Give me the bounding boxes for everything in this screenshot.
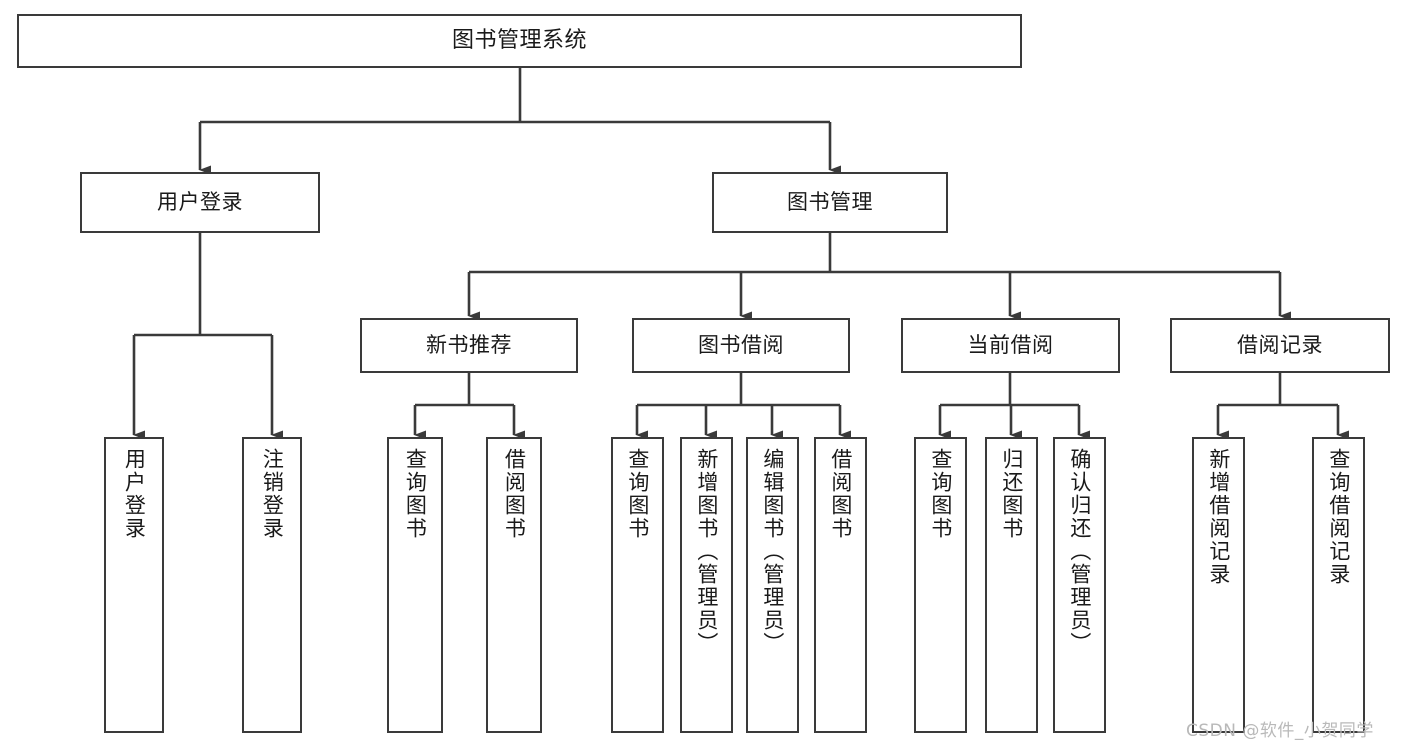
node-label: 归还图书 <box>999 448 1024 540</box>
node-leaf-borrow-edit-book[interactable]: 编辑图书（管理员） <box>746 437 799 733</box>
node-leaf-borrow-borrow-book[interactable]: 借阅图书 <box>814 437 867 733</box>
node-leaf-cur-return-book[interactable]: 归还图书 <box>985 437 1038 733</box>
node-label: 用户登录 <box>122 448 147 540</box>
node-label: 图书管理系统 <box>451 28 587 54</box>
node-leaf-user-logout[interactable]: 注销登录 <box>242 437 302 733</box>
node-label: 查询借阅记录 <box>1326 448 1351 586</box>
node-label: 借阅图书 <box>502 448 527 540</box>
node-label: 编辑图书（管理员） <box>760 448 785 655</box>
node-leaf-borrow-query-book[interactable]: 查询图书 <box>611 437 664 733</box>
node-label: 借阅图书 <box>828 448 853 540</box>
node-current-borrow[interactable]: 当前借阅 <box>901 318 1120 373</box>
node-label: 查询图书 <box>625 448 650 540</box>
edge-paths <box>132 68 1349 440</box>
node-borrow-record[interactable]: 借阅记录 <box>1170 318 1390 373</box>
node-book-borrow[interactable]: 图书借阅 <box>632 318 850 373</box>
node-label: 当前借阅 <box>967 333 1054 358</box>
node-leaf-user-login[interactable]: 用户登录 <box>104 437 164 733</box>
node-leaf-rec-add-record[interactable]: 新增借阅记录 <box>1192 437 1245 733</box>
node-label: 注销登录 <box>260 448 285 540</box>
node-label: 新增图书（管理员） <box>694 448 719 655</box>
node-label: 查询图书 <box>928 448 953 540</box>
node-leaf-borrow-add-book[interactable]: 新增图书（管理员） <box>680 437 733 733</box>
node-root-system[interactable]: 图书管理系统 <box>17 14 1022 68</box>
node-label: 新增借阅记录 <box>1206 448 1231 586</box>
node-label: 借阅记录 <box>1237 333 1323 358</box>
node-label: 图书借阅 <box>698 333 784 358</box>
node-label: 图书管理 <box>787 190 873 215</box>
node-leaf-rec-borrow-book[interactable]: 借阅图书 <box>486 437 542 733</box>
node-book-manage[interactable]: 图书管理 <box>712 172 948 233</box>
node-new-book-rec[interactable]: 新书推荐 <box>360 318 578 373</box>
node-label: 确认归还（管理员） <box>1067 448 1092 655</box>
node-leaf-cur-query-book[interactable]: 查询图书 <box>914 437 967 733</box>
node-leaf-rec-query-record[interactable]: 查询借阅记录 <box>1312 437 1365 733</box>
node-leaf-rec-query-book[interactable]: 查询图书 <box>387 437 443 733</box>
node-label: 查询图书 <box>403 448 428 540</box>
node-label: 用户登录 <box>157 190 243 215</box>
node-user-login[interactable]: 用户登录 <box>80 172 320 233</box>
node-label: 新书推荐 <box>426 333 512 358</box>
node-leaf-cur-confirm-return[interactable]: 确认归还（管理员） <box>1053 437 1106 733</box>
